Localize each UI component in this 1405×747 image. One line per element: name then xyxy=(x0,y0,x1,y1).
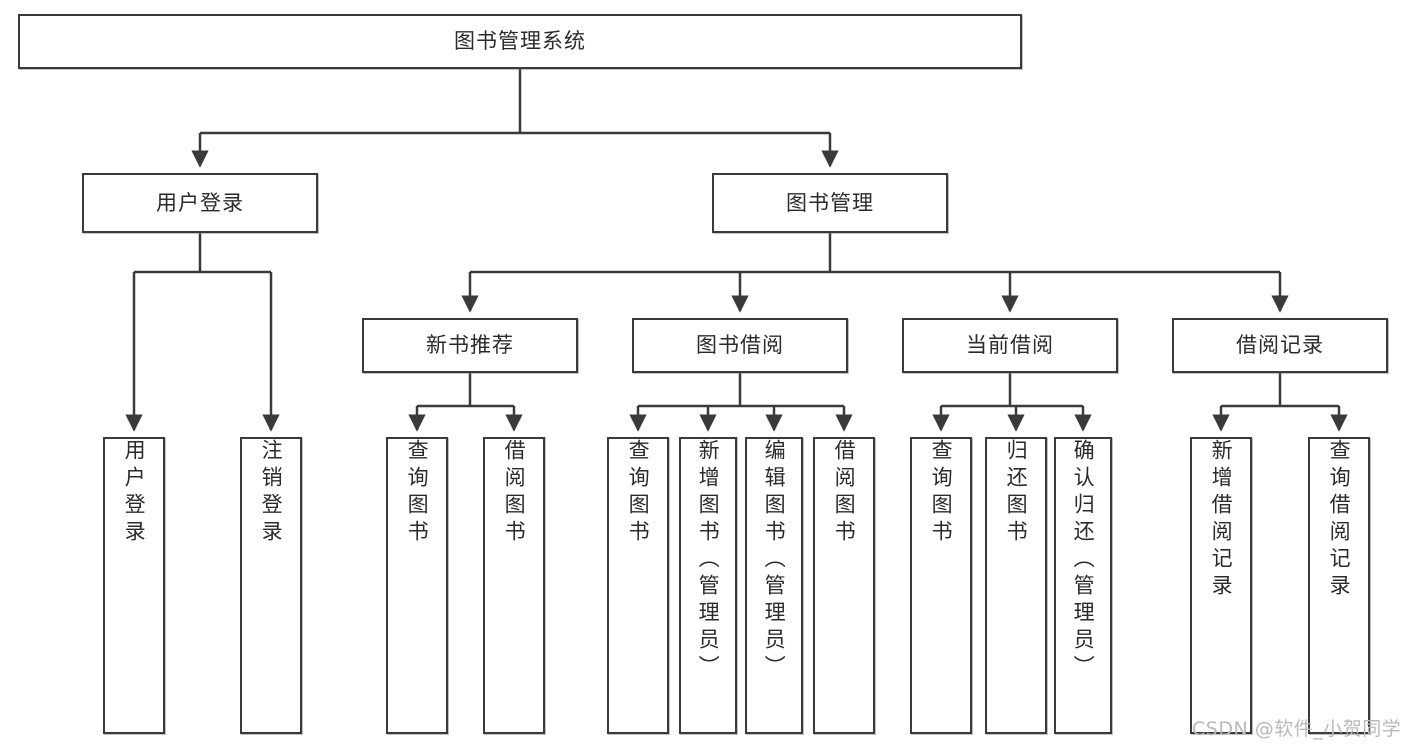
node-leaf-borrow-book-2-label: 借阅图书 xyxy=(832,439,857,547)
node-new-book-recommend[interactable]: 新书推荐 xyxy=(362,318,578,373)
node-leaf-add-record-label: 新增借阅记录 xyxy=(1209,439,1234,601)
node-leaf-query-book-3[interactable]: 查询图书 xyxy=(910,437,972,734)
csdn-watermark: CSDN @软件_小贺同学 xyxy=(1192,718,1402,740)
node-borrow-record-label: 借阅记录 xyxy=(1236,333,1324,358)
node-book-borrow[interactable]: 图书借阅 xyxy=(632,318,848,373)
node-leaf-borrow-book-1[interactable]: 借阅图书 xyxy=(483,437,545,734)
node-leaf-edit-book[interactable]: 编辑图书（管理员） xyxy=(745,437,803,734)
node-leaf-add-record[interactable]: 新增借阅记录 xyxy=(1190,437,1252,734)
node-leaf-query-book-1[interactable]: 查询图书 xyxy=(386,437,448,734)
node-book-manage[interactable]: 图书管理 xyxy=(712,173,948,233)
node-current-borrow[interactable]: 当前借阅 xyxy=(902,318,1118,373)
node-leaf-query-book-3-label: 查询图书 xyxy=(929,439,954,547)
node-leaf-add-book-label: 新增图书（管理员） xyxy=(696,439,721,682)
node-leaf-query-book-2[interactable]: 查询图书 xyxy=(607,437,669,734)
node-leaf-borrow-book-2[interactable]: 借阅图书 xyxy=(813,437,875,734)
node-book-borrow-label: 图书借阅 xyxy=(696,333,784,358)
node-leaf-add-book[interactable]: 新增图书（管理员） xyxy=(679,437,737,734)
node-leaf-user-logout[interactable]: 注销登录 xyxy=(240,437,302,734)
node-leaf-query-record[interactable]: 查询借阅记录 xyxy=(1308,437,1370,734)
node-leaf-query-book-1-label: 查询图书 xyxy=(405,439,430,547)
node-leaf-confirm-return[interactable]: 确认归还（管理员） xyxy=(1054,437,1112,734)
node-leaf-return-book-label: 归还图书 xyxy=(1004,439,1029,547)
node-borrow-record[interactable]: 借阅记录 xyxy=(1172,318,1388,373)
node-leaf-user-login-label: 用户登录 xyxy=(122,439,147,547)
node-leaf-return-book[interactable]: 归还图书 xyxy=(985,437,1047,734)
node-current-borrow-label: 当前借阅 xyxy=(966,333,1054,358)
node-leaf-confirm-return-label: 确认归还（管理员） xyxy=(1071,439,1096,682)
node-root-system[interactable]: 图书管理系统 xyxy=(18,14,1022,69)
node-leaf-query-book-2-label: 查询图书 xyxy=(626,439,651,547)
node-new-book-recommend-label: 新书推荐 xyxy=(426,333,514,358)
node-user-login-label: 用户登录 xyxy=(156,190,244,215)
node-root-label: 图书管理系统 xyxy=(454,29,586,54)
node-leaf-user-logout-label: 注销登录 xyxy=(259,439,284,547)
node-leaf-query-record-label: 查询借阅记录 xyxy=(1327,439,1352,601)
node-user-login[interactable]: 用户登录 xyxy=(82,173,318,233)
node-leaf-edit-book-label: 编辑图书（管理员） xyxy=(762,439,787,682)
node-leaf-borrow-book-1-label: 借阅图书 xyxy=(502,439,527,547)
node-leaf-user-login[interactable]: 用户登录 xyxy=(103,437,165,734)
node-book-manage-label: 图书管理 xyxy=(786,190,874,215)
